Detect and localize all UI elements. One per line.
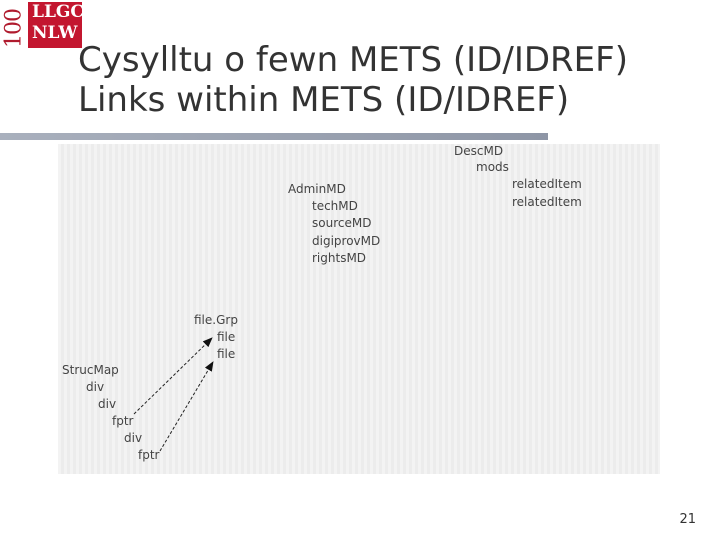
file-label-2: file (217, 347, 236, 361)
filegrp-label: file.Grp (194, 313, 238, 327)
sourcemd-label: sourceMD (312, 216, 372, 230)
strucmap-label: StrucMap (62, 363, 119, 377)
logo-badge: LLGC NLW (28, 2, 84, 48)
rightsmd-label: rightsMD (312, 251, 367, 265)
fptr-label-2: fptr (138, 448, 160, 462)
techmd-label: techMD (312, 199, 358, 213)
diagram-panel (58, 144, 660, 474)
title-divider (0, 133, 548, 140)
div-label-1: div (86, 380, 105, 394)
logo-line-2: NLW (32, 23, 78, 43)
digiprovmd-label: digiprovMD (312, 234, 381, 248)
fptr-label-1: fptr (112, 414, 134, 428)
logo-line-1: LLGC (32, 2, 84, 22)
mods-label: mods (476, 160, 509, 174)
related-item-label-2: relatedItem (512, 195, 582, 209)
logo: 100 LLGC NLW (0, 0, 84, 54)
title-english: Links within METS (ID/IDREF) (78, 80, 570, 120)
related-item-label-1: relatedItem (512, 177, 582, 191)
div-label-3: div (124, 431, 143, 445)
div-label-2: div (98, 397, 117, 411)
title-welsh: Cysylltu o fewn METS (ID/IDREF) (78, 40, 628, 80)
slide-title: Cysylltu o fewn METS (ID/IDREF) Links wi… (78, 40, 698, 120)
adminmd-label: AdminMD (288, 182, 346, 196)
logo-number: 100 (1, 9, 27, 48)
file-label-1: file (217, 330, 236, 344)
slide-number: 21 (679, 512, 696, 527)
descmd-label: DescMD (454, 144, 504, 158)
